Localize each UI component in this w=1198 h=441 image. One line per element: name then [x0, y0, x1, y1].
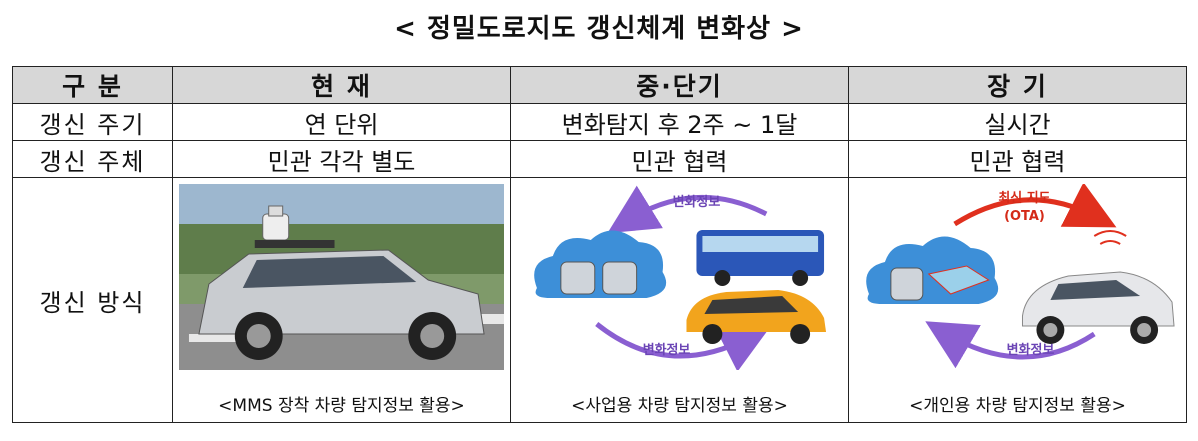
caption-long: <개인용 차량 탐지정보 활용> [909, 396, 1126, 416]
arrow-label-latest-map: 최신 지도 [998, 191, 1050, 206]
header-long-term: 장 기 [848, 66, 1187, 104]
comparison-table: 구 분 현 재 중·단기 장 기 갱신 주기 연 단위 변화탐지 후 2주 ~ … [12, 66, 1187, 423]
cell-cycle-long: 실시간 [848, 103, 1187, 141]
arrow-label-bottom: 변화정보 [643, 342, 691, 358]
table-row-method: 갱신 방식 <MMS 장착 [12, 177, 1187, 423]
cell-cycle-mid: 변화탐지 후 2주 ~ 1달 [510, 103, 849, 141]
arrow-label-ota: (OTA) [1004, 209, 1045, 224]
cell-subject-current: 민관 각각 별도 [172, 140, 511, 178]
table-row: 갱신 주체 민관 각각 별도 민관 협력 민관 협력 [12, 140, 1187, 178]
arrow-label-change: 변화정보 [1007, 342, 1055, 358]
table-row: 갱신 주기 연 단위 변화탐지 후 2주 ~ 1달 실시간 [12, 103, 1187, 141]
cell-method-current: <MMS 장착 차량 탐지정보 활용> [172, 177, 511, 423]
private-vehicle-diagram: 최신 지도 (OTA) 변화정보 [855, 184, 1180, 370]
commercial-vehicle-diagram: 변화정보 변화정보 [517, 184, 842, 370]
row-label-method: 갱신 방식 [12, 177, 173, 423]
cell-cycle-current: 연 단위 [172, 103, 511, 141]
arrow-label-top: 변화정보 [673, 194, 721, 210]
cell-method-mid: 변화정보 변화정보 <사업용 차량 탐지정보 활용> [510, 177, 849, 423]
row-label-subject: 갱신 주체 [12, 140, 173, 178]
header-mid-term: 중·단기 [510, 66, 849, 104]
cell-subject-long: 민관 협력 [848, 140, 1187, 178]
header-row: 구 분 현 재 중·단기 장 기 [12, 66, 1187, 104]
header-category: 구 분 [12, 66, 173, 104]
caption-current: <MMS 장착 차량 탐지정보 활용> [218, 396, 465, 416]
header-current: 현 재 [172, 66, 511, 104]
row-label-cycle: 갱신 주기 [12, 103, 173, 141]
cell-method-long: 최신 지도 (OTA) 변화정보 <개인용 차량 탐지정보 활용> [848, 177, 1187, 423]
cell-subject-mid: 민관 협력 [510, 140, 849, 178]
mms-vehicle-photo [179, 184, 504, 370]
page-title: < 정밀도로지도 갱신체계 변화상 > [394, 14, 804, 44]
caption-mid: <사업용 차량 탐지정보 활용> [571, 396, 788, 416]
